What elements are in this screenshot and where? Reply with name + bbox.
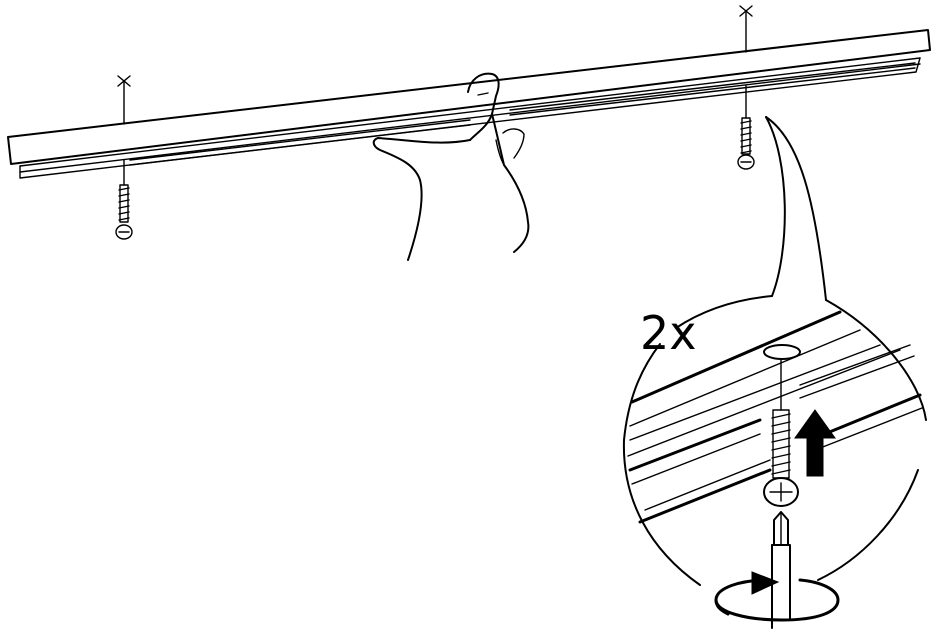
mounting-hole — [763, 344, 801, 360]
rail-groove-left-a — [129, 119, 471, 161]
ceiling-rail — [7, 29, 931, 179]
rail-groove-left-b — [129, 124, 471, 166]
detail-callout — [622, 116, 927, 586]
rail-channel-line-1 — [19, 57, 921, 167]
screw-icon — [737, 85, 755, 170]
screw-icon — [115, 159, 133, 240]
rotate-arrow-icon — [714, 571, 840, 622]
rail-channel-line-2 — [19, 63, 921, 173]
rail-groove-right-b — [509, 62, 916, 111]
ceiling-mark-icon — [117, 75, 131, 125]
quantity-label: 2x — [640, 306, 697, 360]
detail-rail-section — [627, 310, 923, 524]
rail-top-face — [7, 29, 931, 165]
hand-icon — [372, 72, 530, 261]
ceiling-mark-icon — [739, 5, 753, 53]
rail-groove-right-a — [509, 67, 916, 116]
screwdriver-icon — [771, 511, 791, 629]
up-arrow-icon — [794, 409, 836, 477]
screw-icon — [763, 359, 799, 507]
